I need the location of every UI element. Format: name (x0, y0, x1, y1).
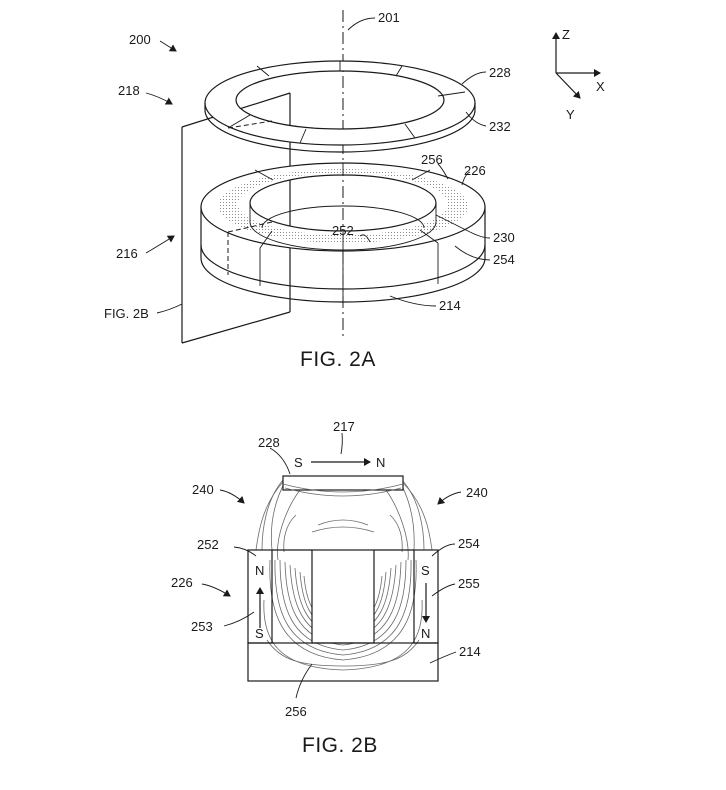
ref-240-left: 240 (192, 482, 214, 497)
ref-214: 214 (439, 298, 461, 313)
figure-2b: S N N S S N 217 228 240 240 252 254 226 … (171, 419, 488, 757)
ref-228: 228 (489, 65, 511, 80)
ref-200: 200 (129, 32, 151, 47)
pole-top-n: N (376, 455, 385, 470)
arrow-218 (145, 92, 173, 105)
ref-fig2b-section: FIG. 2B (104, 306, 149, 321)
ref-217: 217 (333, 419, 355, 434)
pole-right-n: N (421, 626, 430, 641)
ref-226: 226 (464, 163, 486, 178)
ref-230: 230 (493, 230, 515, 245)
ref-254-2b: 254 (458, 536, 480, 551)
ref-232: 232 (489, 119, 511, 134)
pole-top-s: S (294, 455, 303, 470)
ref-253: 253 (191, 619, 213, 634)
arrow-240-right (437, 491, 462, 505)
ref-226-2b: 226 (171, 575, 193, 590)
ref-254: 254 (493, 252, 515, 267)
arrow-216 (145, 235, 175, 254)
ref-228-2b: 228 (258, 435, 280, 450)
figure-2a: Z X Y 200 201 218 228 232 256 226 252 23… (104, 10, 605, 371)
center-core (311, 549, 375, 644)
arrow-240-left (219, 489, 245, 504)
ref-201: 201 (378, 10, 400, 25)
pole-left-s: S (255, 626, 264, 641)
bottom-ring-assembly-226 (200, 162, 486, 303)
ref-214-2b: 214 (459, 644, 481, 659)
caption-fig-2a: FIG. 2A (300, 348, 376, 371)
caption-fig-2b: FIG. 2B (302, 734, 378, 757)
ref-255: 255 (458, 576, 480, 591)
ref-216: 216 (116, 246, 138, 261)
top-ring-228 (204, 60, 476, 153)
top-magnet-outline-field (282, 483, 404, 497)
axis-z-label: Z (562, 27, 570, 42)
arrow-200 (159, 40, 177, 52)
leader-lines-2b (223, 432, 457, 699)
ref-256: 256 (421, 152, 443, 167)
axis-y-label: Y (566, 107, 575, 122)
base-plate-214 (247, 642, 439, 682)
arrow-226 (201, 583, 231, 597)
coordinate-axes: Z X Y (552, 27, 605, 122)
ref-240-right: 240 (466, 485, 488, 500)
pole-left-n: N (255, 563, 264, 578)
top-magnet-228 (282, 475, 404, 491)
ref-252: 252 (332, 223, 354, 238)
ref-256-2b: 256 (285, 704, 307, 719)
pole-right-s: S (421, 563, 430, 578)
leader-lines-2a (156, 17, 491, 314)
axis-x-label: X (596, 79, 605, 94)
ref-252-2b: 252 (197, 537, 219, 552)
ref-218: 218 (118, 83, 140, 98)
